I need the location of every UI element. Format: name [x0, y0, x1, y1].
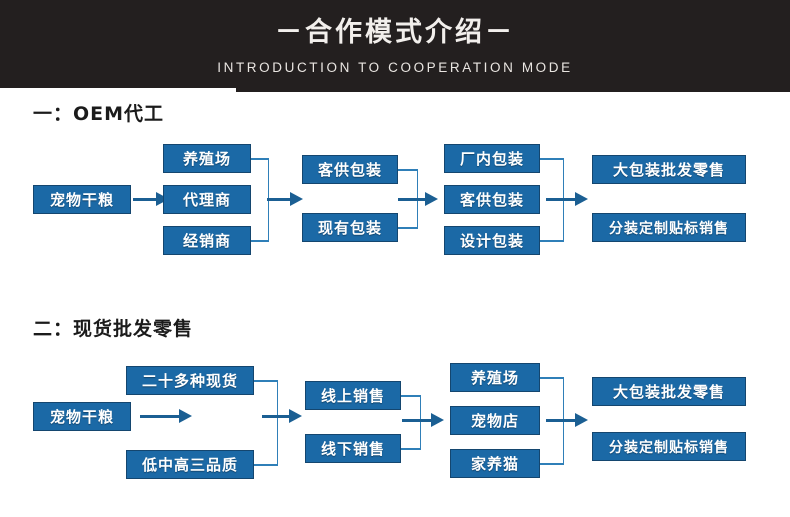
s2-box-customer-0[interactable]: 养殖场	[450, 363, 540, 392]
section-2-heading: 二：现货批发零售	[33, 318, 194, 340]
s2-box-sales-1[interactable]: 线下销售	[305, 434, 401, 463]
s2-connector-sales-spine	[419, 395, 422, 448]
s2-box-outcome-1[interactable]: 分装定制贴标销售	[592, 432, 746, 461]
s1-box-channel-0[interactable]: 养殖场	[163, 144, 251, 173]
header-notch	[0, 88, 236, 92]
s2-connector-stock-spine	[276, 380, 279, 464]
s2-connector-stock-bottom	[254, 464, 278, 466]
s1-box-channel-2[interactable]: 经销商	[163, 226, 251, 255]
s1-box-packsource-0[interactable]: 客供包装	[302, 155, 398, 184]
s1-box-outcome-1[interactable]: 分装定制贴标销售	[592, 213, 746, 242]
s1-connector-packtype-top	[540, 158, 564, 160]
s2-connector-sales-bottom	[401, 448, 421, 450]
s1-box-packtype-0[interactable]: 厂内包装	[444, 144, 540, 173]
page-title: －合作模式介绍－	[275, 17, 515, 48]
s1-box-outcome-0[interactable]: 大包装批发零售	[592, 155, 746, 184]
s1-connector-packsource-top	[398, 169, 418, 171]
s2-box-outcome-0[interactable]: 大包装批发零售	[592, 377, 746, 406]
s1-box-packtype-1[interactable]: 客供包装	[444, 185, 540, 214]
s1-connector-packtype-bottom	[540, 240, 564, 242]
s2-connector-stock-top	[254, 380, 278, 382]
s2-box-customer-2[interactable]: 家养猫	[450, 449, 540, 478]
s1-box-packsource-1[interactable]: 现有包装	[302, 213, 398, 242]
s2-connector-customer-top	[540, 377, 564, 379]
s2-connector-sales-top	[401, 395, 421, 397]
s2-box-customer-1[interactable]: 宠物店	[450, 406, 540, 435]
s1-connector-channel-top	[251, 158, 269, 160]
s2-box-source-0[interactable]: 宠物干粮	[33, 402, 131, 431]
s1-box-source-0[interactable]: 宠物干粮	[33, 185, 131, 214]
s1-connector-packsource-bottom	[398, 227, 418, 229]
page-header: －合作模式介绍－ INTRODUCTION TO COOPERATION MOD…	[0, 0, 790, 92]
s1-box-channel-1[interactable]: 代理商	[163, 185, 251, 214]
s1-connector-channel-bottom	[251, 240, 269, 242]
s1-box-packtype-2[interactable]: 设计包装	[444, 226, 540, 255]
s2-connector-customer-bottom	[540, 463, 564, 465]
s2-box-stock-1[interactable]: 低中高三品质	[126, 450, 254, 479]
section-1-heading: 一：OEM代工	[33, 103, 165, 125]
s2-box-stock-0[interactable]: 二十多种现货	[126, 366, 254, 395]
s2-box-sales-0[interactable]: 线上销售	[305, 381, 401, 410]
page-subtitle: INTRODUCTION TO COOPERATION MODE	[217, 60, 573, 75]
